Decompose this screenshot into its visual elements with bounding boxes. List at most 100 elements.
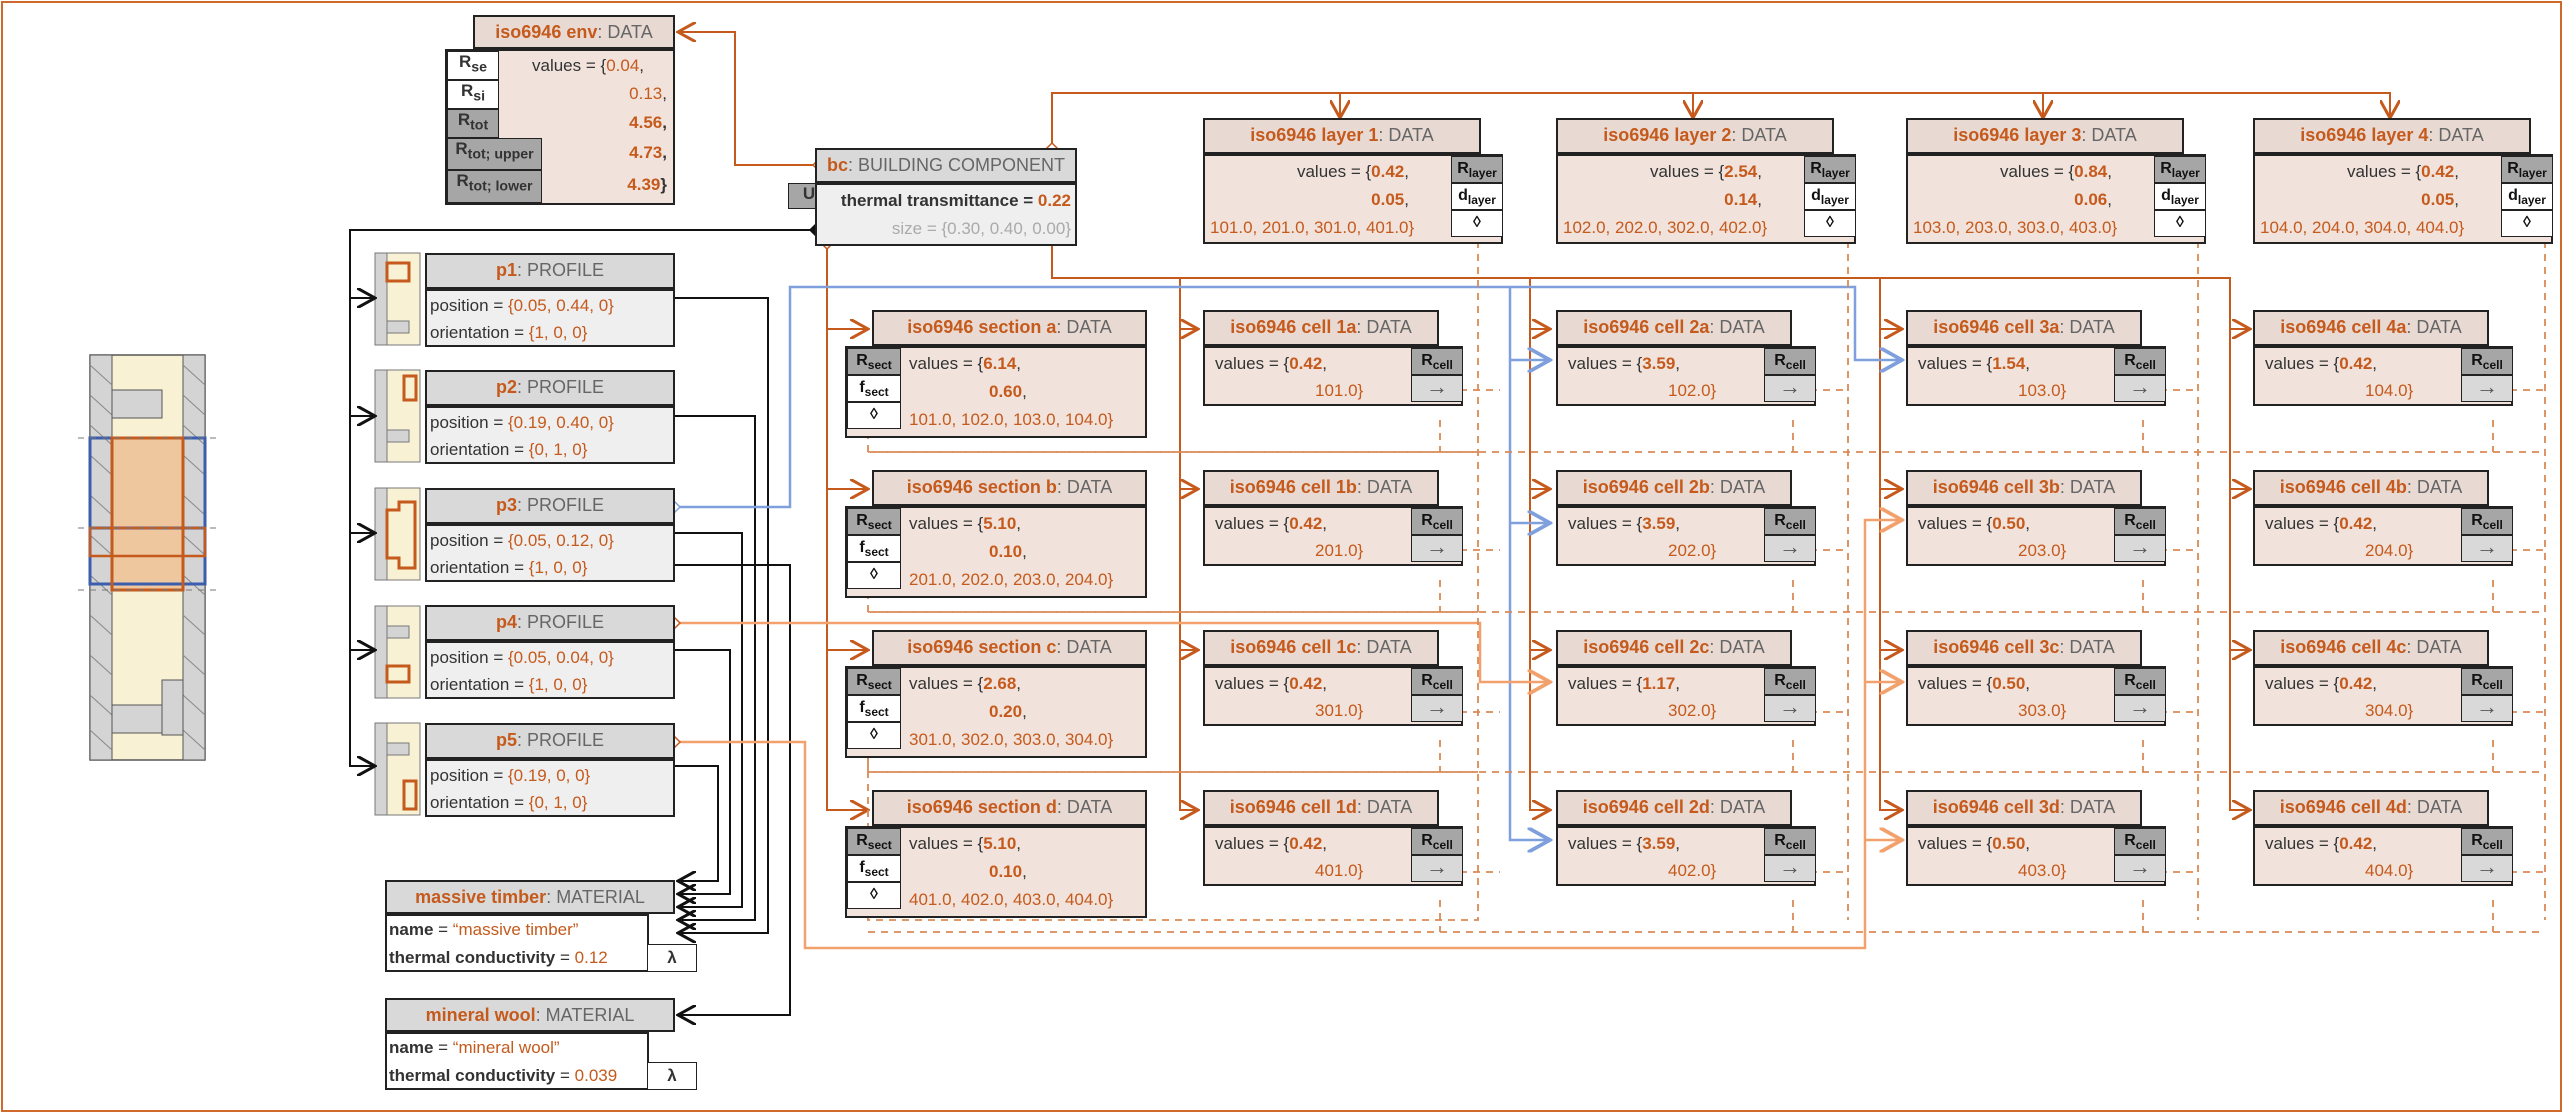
cell-value-layer: 302.0} <box>1668 701 1717 720</box>
env-values-label: values = { <box>532 56 607 75</box>
cell-values-label: values = { <box>1215 514 1290 533</box>
layer-r-tab: Rlayer <box>1451 156 1503 183</box>
cell-arrow-icon[interactable]: → <box>2461 535 2513 562</box>
cell-value-r: 0.42 <box>2339 834 2373 853</box>
section-header: iso6946 section d: DATA <box>872 790 1147 826</box>
cell-r-tab: Rcell <box>1764 508 1816 535</box>
section-f-tab: fsect <box>847 855 901 882</box>
cell-name: iso6946 cell 4a <box>2280 317 2407 337</box>
section-diamond-tab: ◊ <box>847 882 901 909</box>
cell-arrow-icon[interactable]: → <box>1764 375 1816 402</box>
cell-arrow-icon[interactable]: → <box>1411 855 1463 882</box>
cell-class: : DATA <box>1356 797 1413 817</box>
section-class: : DATA <box>1056 797 1113 817</box>
env-node[interactable]: iso6946 env: DATA Rse Rsi Rtot Rtot; upp… <box>445 15 675 205</box>
cell-class: : DATA <box>1709 317 1765 337</box>
cell-arrow-icon[interactable]: → <box>2114 375 2166 402</box>
cell-header: iso6946 cell 2b: DATA <box>1556 470 1792 506</box>
layer-value-r: 0.84 <box>2074 162 2108 181</box>
building-component-node[interactable]: bc: BUILDING COMPONENT U thermal transmi… <box>788 148 1078 246</box>
section-name: iso6946 section d <box>906 797 1057 817</box>
cell-arrow-icon[interactable]: → <box>2114 695 2166 722</box>
section-values-label: values = { <box>909 514 984 533</box>
layer-diamond-tab: ◊ <box>2501 210 2553 237</box>
material-body: name = “mineral wool”thermal conductivit… <box>385 1032 649 1090</box>
section-f-tab: fsect <box>847 695 901 722</box>
cell-arrow-icon[interactable]: → <box>2114 855 2166 882</box>
cell-arrow-icon[interactable]: → <box>1411 535 1463 562</box>
profile-class: : PROFILE <box>516 495 605 515</box>
cell-body: values = {0.50,203.0}Rcell→ <box>1906 506 2166 566</box>
cell-value-layer: 403.0} <box>2018 861 2067 880</box>
profile-name: p5 <box>495 730 517 750</box>
cell-value-layer: 102.0} <box>1668 381 1717 400</box>
cell-arrow-icon[interactable]: → <box>2114 535 2166 562</box>
cell-arrow-icon[interactable]: → <box>1411 695 1463 722</box>
section-name: iso6946 section b <box>906 477 1057 497</box>
profile-position-value: {0.05, 0.44, 0} <box>507 296 614 315</box>
cell-arrow-icon[interactable]: → <box>1764 535 1816 562</box>
cell-class: : DATA <box>2059 317 2115 337</box>
env-tab-rsi: Rsi <box>447 80 499 109</box>
cell-value-r: 0.42 <box>2339 354 2373 373</box>
cell-r-tab: Rcell <box>2461 828 2513 855</box>
cell-arrow-icon[interactable]: → <box>1764 855 1816 882</box>
profile-header: p1: PROFILE <box>425 253 675 289</box>
section-diamond-tab: ◊ <box>847 402 901 429</box>
cell-r-tab: Rcell <box>1764 668 1816 695</box>
cell-arrow-icon[interactable]: → <box>2461 855 2513 882</box>
cell-arrow-icon[interactable]: → <box>2461 375 2513 402</box>
cell-value-r: 1.54 <box>1992 354 2026 373</box>
cell-r-tab: Rcell <box>2114 668 2166 695</box>
cell-arrow-icon[interactable]: → <box>2461 695 2513 722</box>
cell-arrow-icon[interactable]: → <box>1764 695 1816 722</box>
env-tab-rtot: Rtot <box>447 109 499 138</box>
cell-value-layer: 104.0} <box>2365 381 2414 400</box>
cell-arrow-icon[interactable]: → <box>1411 375 1463 402</box>
bc-transmittance-label: thermal transmittance <box>840 191 1019 210</box>
cell-name: iso6946 cell 2b <box>1582 477 1710 497</box>
profile-body: position = {0.05, 0.44, 0}orientation = … <box>425 289 675 347</box>
cell-value-r: 1.17 <box>1642 674 1676 693</box>
cell-header: iso6946 cell 1c: DATA <box>1203 630 1439 666</box>
material-lambda-tab: λ <box>647 1062 697 1090</box>
layer-value-r: 0.42 <box>2421 162 2455 181</box>
profile-orientation-value: {0, 1, 0} <box>528 793 588 812</box>
layer-body: values = {0.42,0.05,104.0, 204.0, 304.0,… <box>2253 154 2553 244</box>
